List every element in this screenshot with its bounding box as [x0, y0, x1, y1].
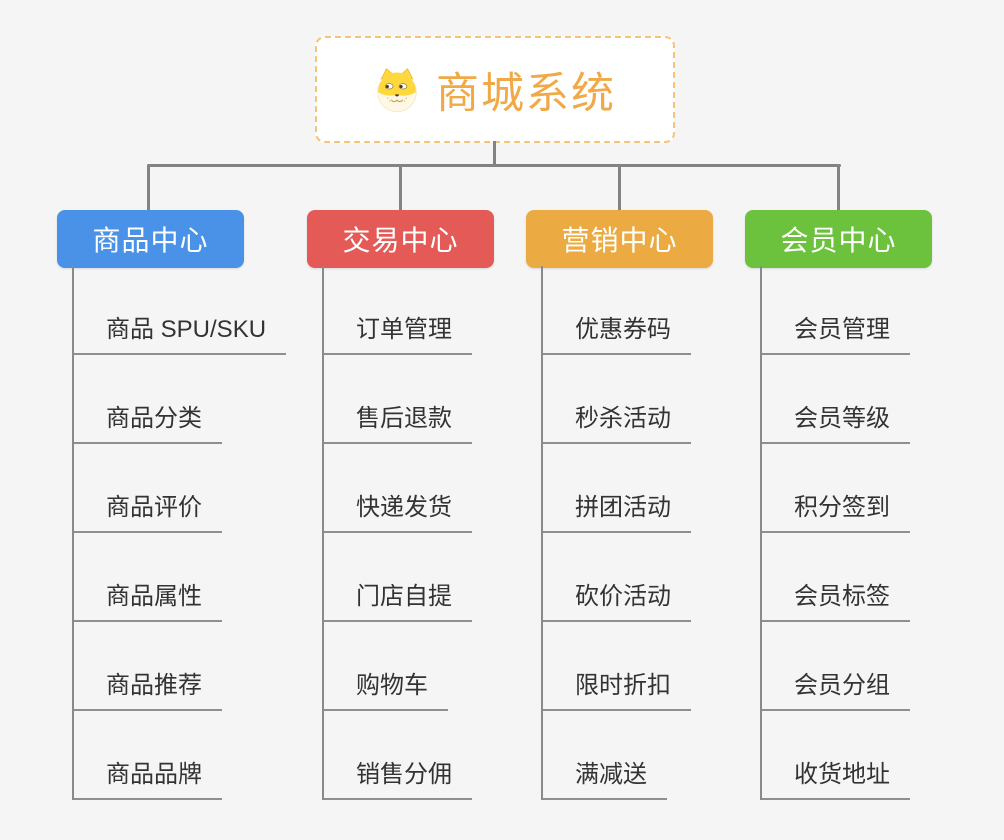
leaf-node[interactable]: 售后退款	[324, 355, 472, 444]
dog-face-icon	[377, 67, 417, 112]
leaf-node[interactable]: 砍价活动	[543, 533, 691, 622]
leaf-node[interactable]: 拼团活动	[543, 444, 691, 533]
leaf-node[interactable]: 满减送	[543, 711, 667, 800]
branch-children-member: 会员管理 会员等级 积分签到 会员标签 会员分组 收货地址	[760, 266, 910, 800]
branch-node-member-center[interactable]: 会员中心	[745, 210, 932, 268]
branch-label: 交易中心	[342, 225, 459, 256]
leaf-node[interactable]: 积分签到	[762, 444, 910, 533]
leaf-node[interactable]: 商品评价	[74, 444, 222, 533]
branch-children-trade: 订单管理 售后退款 快递发货 门店自提 购物车 销售分佣	[322, 266, 472, 800]
leaf-node[interactable]: 秒杀活动	[543, 355, 691, 444]
connector-drop-product	[147, 166, 150, 211]
branch-node-trade-center[interactable]: 交易中心	[307, 210, 494, 268]
branch-children-product: 商品 SPU/SKU 商品分类 商品评价 商品属性 商品推荐 商品品牌	[72, 266, 287, 800]
branch-node-marketing-center[interactable]: 营销中心	[526, 210, 713, 268]
leaf-node[interactable]: 会员管理	[762, 266, 910, 355]
branch-label: 会员中心	[780, 225, 897, 256]
leaf-node[interactable]: 商品品牌	[74, 711, 222, 800]
leaf-node[interactable]: 优惠券码	[543, 266, 691, 355]
root-topic-title: 商城系统	[436, 69, 616, 118]
leaf-node[interactable]: 购物车	[324, 622, 448, 711]
branch-node-product-center[interactable]: 商品中心	[57, 210, 244, 268]
branch-label: 商品中心	[92, 225, 209, 256]
leaf-node[interactable]: 门店自提	[324, 533, 472, 622]
leaf-node[interactable]: 会员分组	[762, 622, 910, 711]
leaf-node[interactable]: 商品属性	[74, 533, 222, 622]
branch-label: 营销中心	[561, 225, 678, 256]
leaf-node[interactable]: 会员等级	[762, 355, 910, 444]
connector-root-stem	[493, 141, 496, 166]
branch-children-marketing: 优惠券码 秒杀活动 拼团活动 砍价活动 限时折扣 满减送	[541, 266, 691, 800]
leaf-node[interactable]: 限时折扣	[543, 622, 691, 711]
root-topic-node[interactable]: 商城系统	[315, 36, 675, 143]
leaf-node[interactable]: 商品推荐	[74, 622, 222, 711]
leaf-node[interactable]: 销售分佣	[324, 711, 472, 800]
connector-drop-member	[837, 166, 840, 211]
connector-drop-trade	[399, 166, 402, 211]
connector-drop-marketing	[618, 166, 621, 211]
leaf-node[interactable]: 快递发货	[324, 444, 472, 533]
connector-bus-line	[147, 164, 841, 167]
leaf-node[interactable]: 订单管理	[324, 266, 472, 355]
leaf-node[interactable]: 会员标签	[762, 533, 910, 622]
leaf-node[interactable]: 收货地址	[762, 711, 910, 800]
leaf-node[interactable]: 商品 SPU/SKU	[74, 266, 287, 355]
leaf-node[interactable]: 商品分类	[74, 355, 222, 444]
